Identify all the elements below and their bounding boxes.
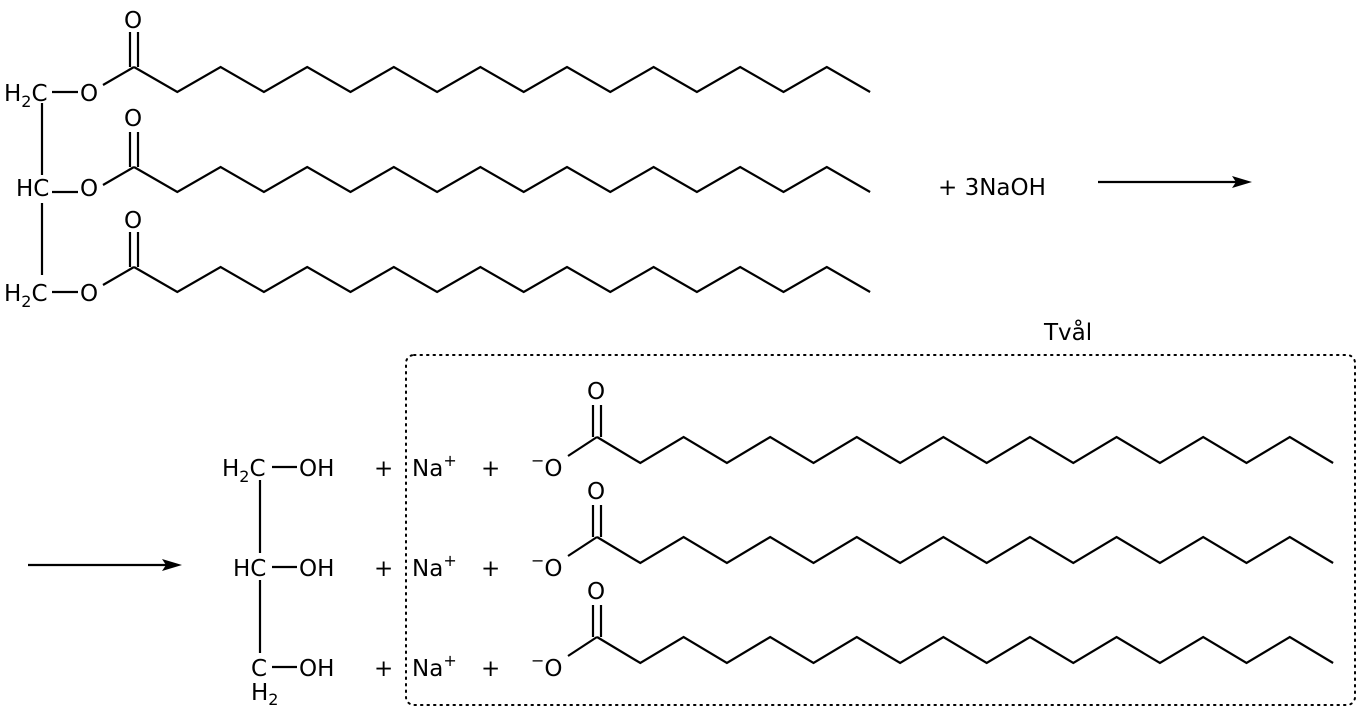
carboxylate-oxygen: −O	[531, 451, 563, 482]
carboxylate-chain	[596, 435, 1334, 465]
hydroxyl: OH	[299, 456, 334, 482]
reagent-naoh: + 3NaOH	[938, 175, 1046, 201]
ester-bond	[102, 266, 135, 286]
arrowhead-top	[1232, 176, 1252, 188]
sodium-ion: Na+	[412, 551, 457, 582]
ester-bond	[102, 66, 135, 86]
ions: + Na+ + −O O + Na+ + −O O + Na+ + −O O	[374, 379, 605, 682]
carbonyl-oxygen: O	[587, 479, 605, 505]
hydroxyl: OH	[299, 656, 334, 682]
ester-oxygen: O	[80, 81, 98, 107]
carbonyl-oxygen: O	[587, 579, 605, 605]
arrowhead-bottom	[162, 559, 182, 571]
glycerol: H2C HC C H2 OH OH OH	[222, 456, 334, 709]
carboxylate-oxygen: −O	[531, 651, 563, 682]
plus-sign: +	[481, 556, 500, 582]
ch-middle: HC	[16, 176, 49, 202]
glycerol-c-bottom: C	[251, 656, 267, 682]
sodium-ion: Na+	[412, 651, 457, 682]
carbonyl-oxygen: O	[124, 8, 142, 34]
carbonyl-oxygen: O	[587, 379, 605, 405]
carboxylate-bond	[567, 536, 598, 557]
ester-bond	[102, 166, 135, 186]
carboxylate-bond	[567, 436, 598, 457]
hydroxyl: OH	[299, 556, 334, 582]
fatty-acid-chain	[133, 65, 871, 94]
plus-sign: +	[374, 456, 393, 482]
glycerol-ch2-top: H2C	[222, 456, 266, 486]
plus-sign: +	[481, 656, 500, 682]
triglyceride: H2C HC H2C O O O O O O	[4, 8, 142, 311]
carboxylate-chain	[596, 635, 1334, 665]
bonds	[40, 32, 1334, 669]
carboxylate-bond	[567, 636, 598, 657]
carboxylate-chain	[596, 535, 1334, 565]
glycerol-ch: HC	[233, 556, 266, 582]
ch2-top: H2C	[4, 81, 48, 111]
fatty-acid-chain	[133, 265, 871, 294]
plus-sign: +	[374, 556, 393, 582]
sodium-ion: Na+	[412, 451, 457, 482]
soap-box	[405, 354, 1356, 706]
ch2-bottom: H2C	[4, 281, 48, 311]
soap-label: Tvål	[1043, 318, 1092, 346]
ester-oxygen: O	[80, 176, 98, 202]
plus-sign: +	[374, 656, 393, 682]
plus-sign: +	[481, 456, 500, 482]
ester-oxygen: O	[80, 281, 98, 307]
carboxylate-oxygen: −O	[531, 551, 563, 582]
glycerol-h2-bottom: H2	[251, 680, 278, 709]
carbonyl-oxygen: O	[124, 208, 142, 234]
carbonyl-oxygen: O	[124, 106, 142, 132]
fatty-acid-chain	[133, 165, 871, 194]
